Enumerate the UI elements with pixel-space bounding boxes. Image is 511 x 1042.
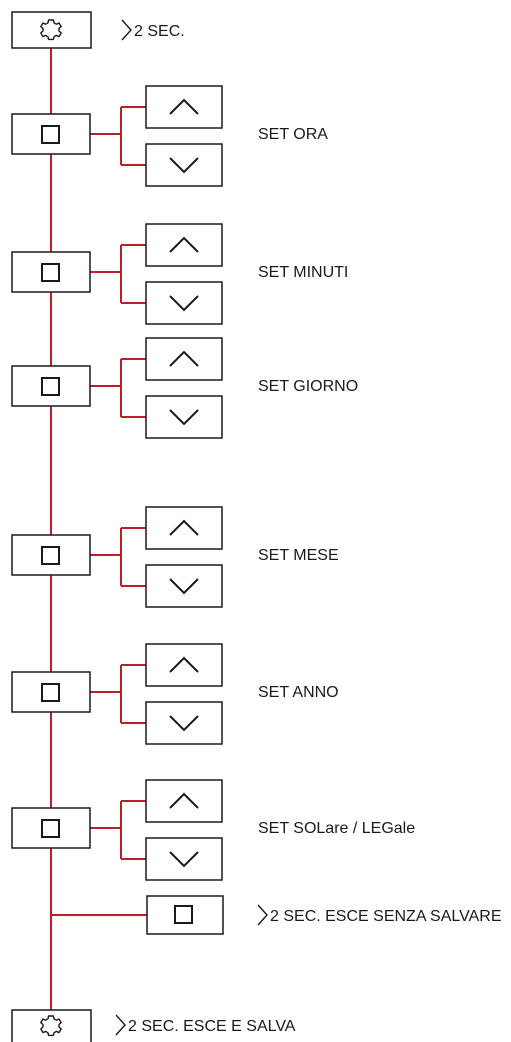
exit-no-save-button[interactable] bbox=[146, 895, 224, 935]
chevron-down-icon bbox=[169, 409, 199, 426]
down-button[interactable] bbox=[145, 281, 223, 325]
chevron-down-icon bbox=[169, 578, 199, 595]
step-label: SET ORA bbox=[258, 126, 328, 143]
step-group: SET SOLare / LEGale bbox=[11, 779, 415, 881]
set-button[interactable] bbox=[11, 365, 91, 407]
chevron-up-icon bbox=[169, 519, 199, 536]
step-label: SET GIORNO bbox=[258, 378, 358, 395]
set-button[interactable] bbox=[11, 807, 91, 849]
start-settings-button[interactable] bbox=[11, 11, 92, 49]
set-button[interactable] bbox=[11, 113, 91, 155]
step-label: SET MINUTI bbox=[258, 264, 348, 281]
up-button[interactable] bbox=[145, 223, 223, 267]
step-label: SET SOLare / LEGale bbox=[258, 820, 415, 837]
chevron-down-icon bbox=[169, 715, 199, 732]
up-button[interactable] bbox=[145, 643, 223, 687]
square-icon bbox=[41, 683, 60, 702]
step-label: SET MESE bbox=[258, 547, 339, 564]
chevron-up-icon bbox=[169, 350, 199, 367]
square-icon bbox=[41, 546, 60, 565]
chevron-up-icon bbox=[169, 792, 199, 809]
chevron-up-icon bbox=[169, 98, 199, 115]
down-button[interactable] bbox=[145, 395, 223, 439]
square-icon bbox=[41, 125, 60, 144]
down-button[interactable] bbox=[145, 701, 223, 745]
set-button[interactable] bbox=[11, 534, 91, 576]
exit-save-settings-button[interactable] bbox=[11, 1009, 92, 1042]
up-button[interactable] bbox=[145, 506, 223, 550]
down-button[interactable] bbox=[145, 837, 223, 881]
set-button[interactable] bbox=[11, 251, 91, 293]
square-icon bbox=[41, 819, 60, 838]
steps: SET ORA SET MINUTI SET GIORNO SET MESE SET A… bbox=[11, 85, 415, 881]
exit-save-label: 2 SEC. ESCE E SALVA bbox=[128, 1018, 296, 1035]
up-button[interactable] bbox=[145, 85, 223, 129]
up-button[interactable] bbox=[145, 337, 223, 381]
chevron-down-icon bbox=[169, 295, 199, 312]
down-button[interactable] bbox=[145, 143, 223, 187]
greater-than-icon bbox=[121, 19, 132, 41]
square-icon bbox=[174, 905, 193, 924]
chevron-up-icon bbox=[169, 656, 199, 673]
greater-than-icon bbox=[115, 1014, 126, 1036]
step-label: SET ANNO bbox=[258, 684, 339, 701]
step-group: SET GIORNO bbox=[11, 337, 358, 439]
square-icon bbox=[41, 263, 60, 282]
step-group: SET MESE bbox=[11, 506, 339, 608]
up-button[interactable] bbox=[145, 779, 223, 823]
step-group: SET ORA bbox=[11, 85, 328, 187]
square-icon bbox=[41, 377, 60, 396]
start-label: 2 SEC. bbox=[134, 23, 185, 40]
down-button[interactable] bbox=[145, 564, 223, 608]
step-group: SET ANNO bbox=[11, 643, 339, 745]
step-group: SET MINUTI bbox=[11, 223, 348, 325]
chevron-up-icon bbox=[169, 236, 199, 253]
chevron-down-icon bbox=[169, 851, 199, 868]
exit-no-save-label: 2 SEC. ESCE SENZA SALVARE bbox=[270, 908, 502, 925]
greater-than-icon bbox=[257, 904, 268, 926]
chevron-down-icon bbox=[169, 157, 199, 174]
set-button[interactable] bbox=[11, 671, 91, 713]
